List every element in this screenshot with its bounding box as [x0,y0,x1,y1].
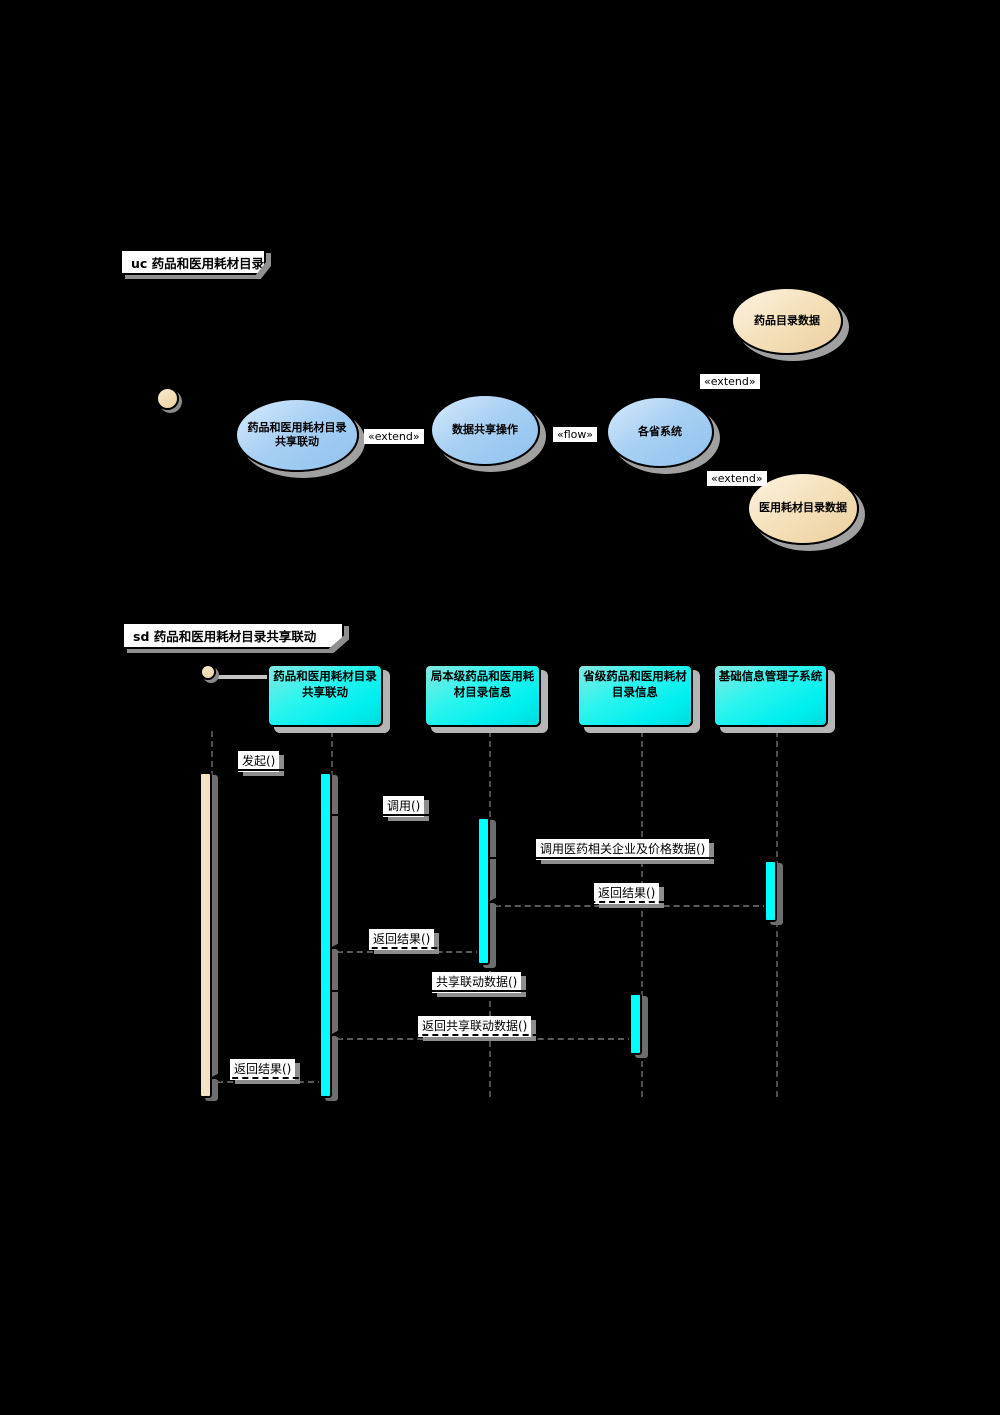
stereotype-extend-top: «extend» [700,374,760,389]
arrowhead-share-linkage-data [620,985,629,995]
message-label-initiate: 发起() [238,751,280,772]
uc-frame-title: uc 药品和医用耗材目录 [120,249,266,275]
message-arrow-shadow-return-result-2 [337,951,482,953]
message-arrow-return-result-1 [490,901,764,903]
stereotype-extend-left: «extend» [364,429,424,444]
actor-body-line [166,409,168,435]
activation-bar-2 [477,817,490,965]
message-arrow-call-enterprise-price-data [490,857,764,859]
lifeline-shadow-4 [776,731,778,1097]
message-label-return-result-2: 返回结果() [369,929,435,950]
arrowhead-call [468,809,477,819]
lifeline-shadow-3 [641,731,643,1097]
message-label-return-share-linkage-data: 返回共享联动数据() [418,1016,532,1037]
sd-frame-title: sd 药品和医用耗材目录共享联动 [122,622,344,649]
arrowhead-return-result-3 [212,1072,221,1082]
lifeline-shadow-2 [489,731,491,1097]
message-arrow-return-result-3 [212,1077,319,1079]
usecase-data-share-operation: 数据共享操作 [430,394,540,466]
message-arrow-shadow-return-result-1 [495,905,769,907]
message-arrow-call [332,814,477,816]
lifeline-shadow-actor [211,731,213,1097]
lifeline-province-catalog-info: 省级药品和医用耗材 目录信息 [577,664,693,727]
activation-bar-4 [764,860,777,922]
usecase-drug-catalog-data: 药品目录数据 [731,287,843,355]
activation-bar-1 [319,772,332,1098]
message-arrow-initiate [212,769,319,771]
arrowhead-call-enterprise-price-data [755,852,764,862]
arrowhead-return-share-linkage-data [332,1029,341,1039]
message-label-return-result-1: 返回结果() [594,883,660,904]
message-arrow-share-linkage-data [332,990,629,992]
message-arrow-shadow-return-share-linkage-data [337,1038,634,1040]
message-label-share-linkage-data: 共享联动数据() [432,972,522,993]
actor-connector-shadow [214,675,267,679]
activation-bar-3 [629,993,642,1055]
message-label-return-result-3: 返回结果() [230,1059,296,1080]
stereotype-extend-bottom: «extend» [707,471,767,486]
actor-head-icon [156,387,179,410]
arrowhead-return-result-2 [332,942,341,952]
lifeline-shadow-1 [331,731,333,1097]
arrowhead-return-result-1 [490,896,499,906]
usecase-province-systems: 各省系统 [606,396,714,468]
actor-connector-line [214,671,267,673]
message-label-call: 调用() [383,796,425,817]
usecase-share-linkage: 药品和医用耗材目录 共享联动 [235,398,359,472]
sd-actor-head-icon [200,664,216,680]
message-arrow-shadow-return-result-3 [217,1081,324,1083]
message-arrow-return-share-linkage-data [332,1034,629,1036]
message-arrow-return-result-2 [332,947,477,949]
lifeline-bureau-catalog-info: 局本级药品和医用耗 材目录信息 [424,664,541,727]
message-label-call-enterprise-price-data: 调用医药相关企业及价格数据() [536,839,710,860]
lifeline-share-linkage: 药品和医用耗材目录 共享联动 [267,664,383,727]
edge-actor-usecase [180,418,235,420]
stereotype-flow: «flow» [553,427,597,442]
lifeline-basic-info-subsystem: 基础信息管理子系统 [713,664,828,727]
arrowhead-initiate [310,764,319,774]
activation-bar-actor [199,772,212,1098]
